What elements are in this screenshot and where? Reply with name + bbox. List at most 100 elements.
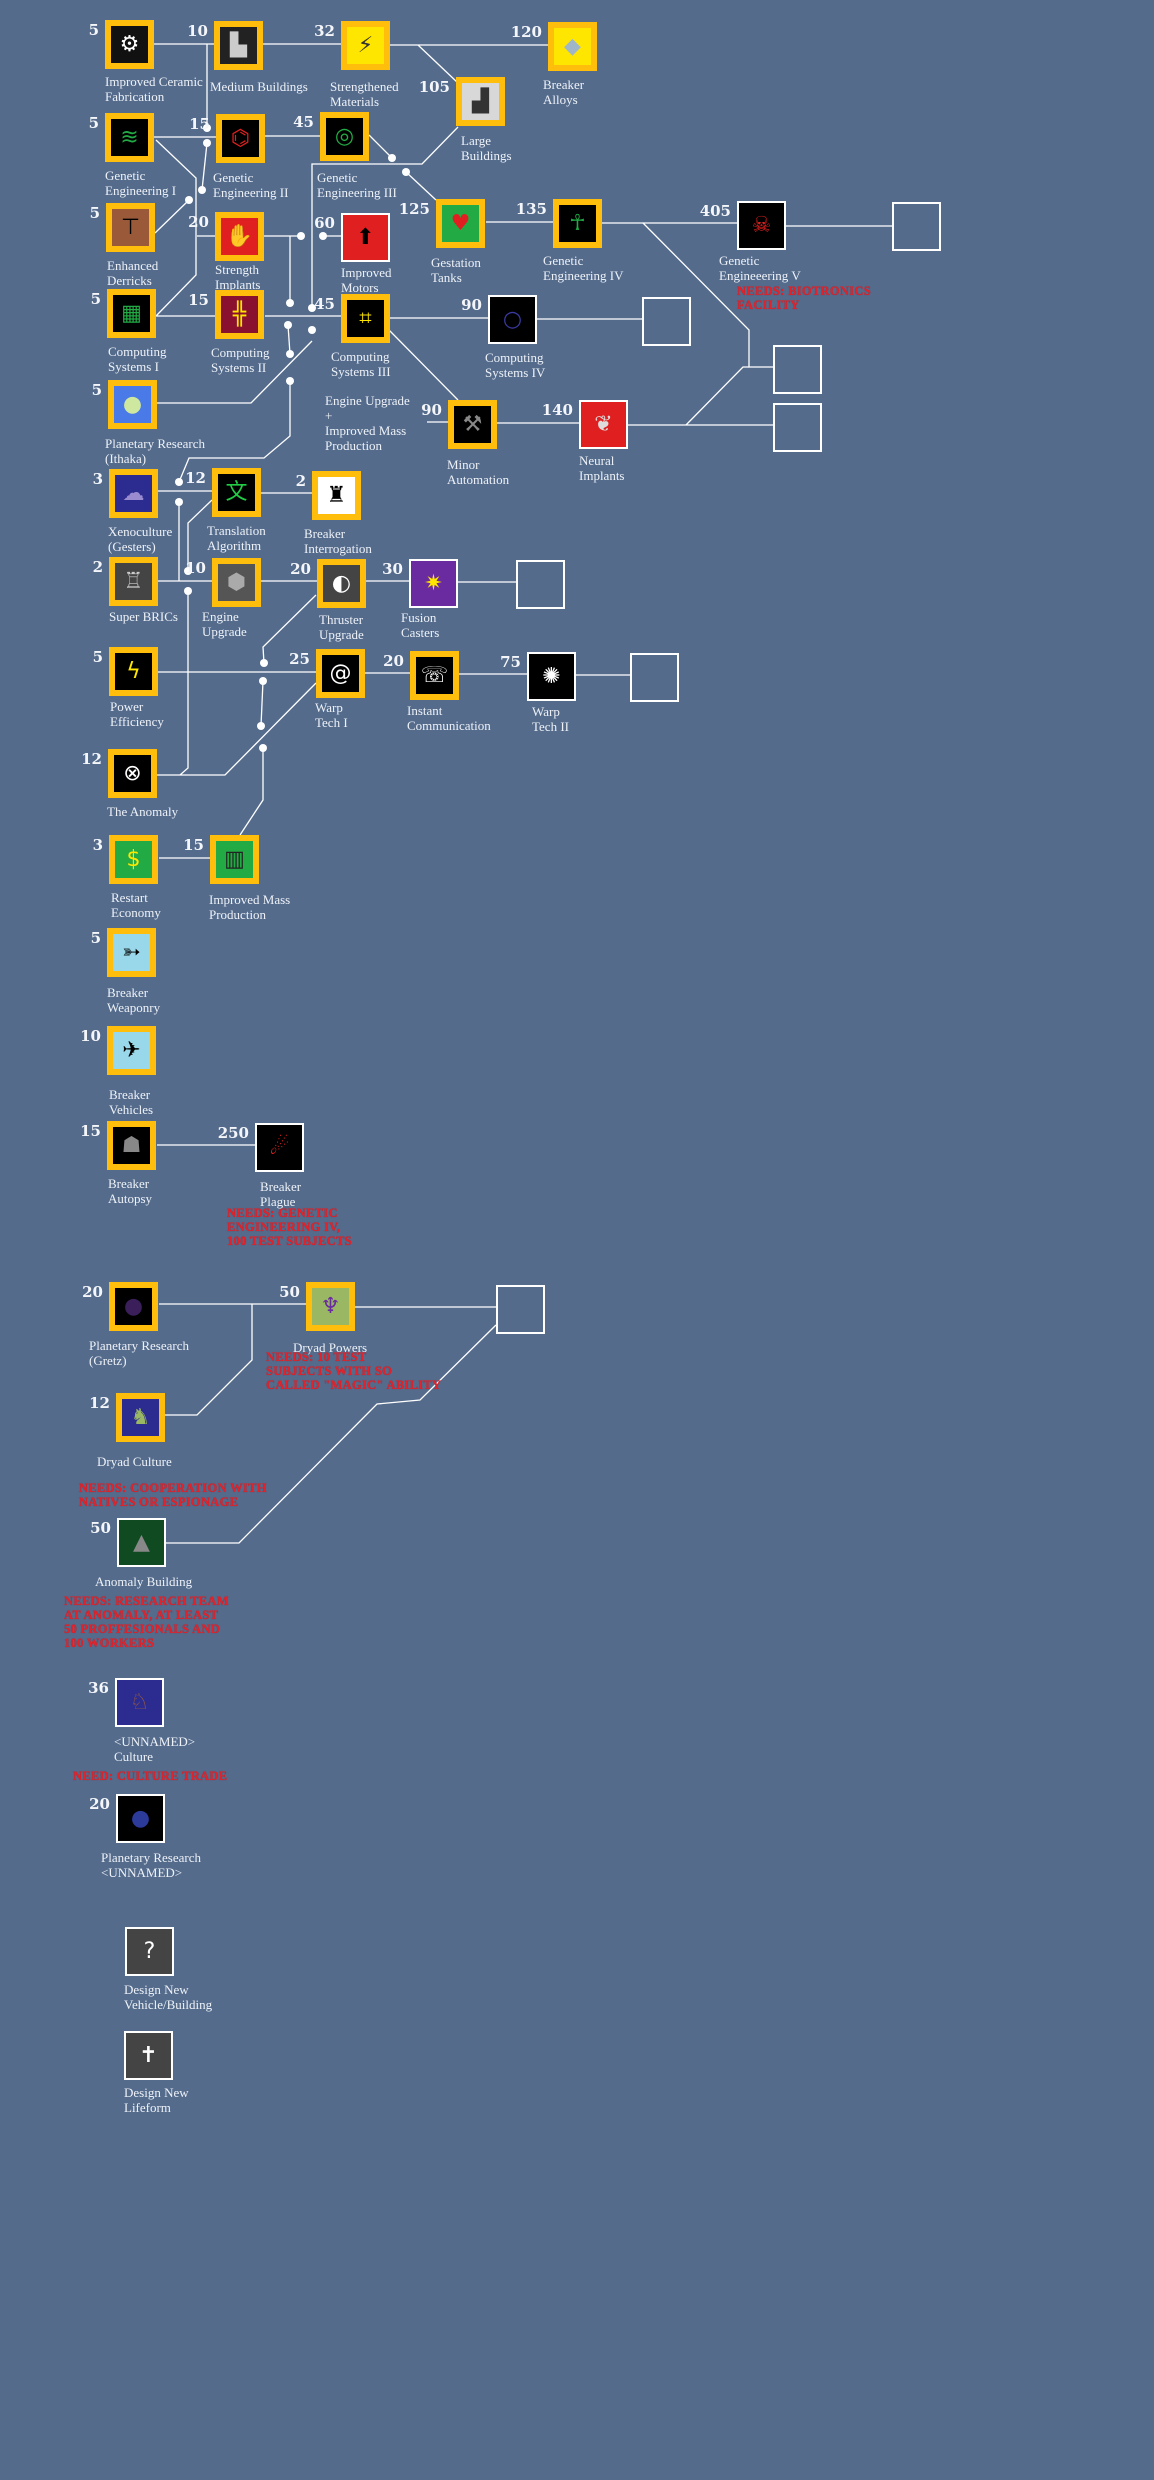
tech-label: Breaker Plague: [260, 1179, 302, 1209]
link-junction-dot: [259, 744, 267, 752]
unknown-tech-slot[interactable]: [892, 202, 941, 251]
tech-button-thruster-upgrade[interactable]: ◐: [317, 559, 366, 608]
tech-label: Dryad Powers: [293, 1340, 368, 1355]
tech-cost: 135: [515, 200, 547, 218]
tech-label: <UNNAMED> Culture: [114, 1734, 196, 1764]
tech-button-fusion-casters[interactable]: ✷: [409, 559, 458, 608]
arm-implant-icon: ✋: [225, 223, 254, 249]
spiral-warp-icon: @: [329, 660, 352, 686]
tech-button-design-new-vehicle-building[interactable]: ?: [125, 1927, 174, 1976]
tech-button-computing-systems-i[interactable]: ▦: [107, 289, 156, 338]
unknown-tech-slot[interactable]: [773, 345, 822, 394]
tech-label: Design New Lifeform: [124, 2085, 189, 2115]
tech-button-anomaly-building[interactable]: ▲: [117, 1518, 166, 1567]
tech-cost: 50: [279, 1283, 300, 1301]
tech-button-xenoculture-gesters[interactable]: ☁: [109, 469, 158, 518]
tech-button-gestation-tanks[interactable]: ♥: [436, 199, 485, 248]
tech-button-computing-systems-ii[interactable]: ╬: [215, 290, 264, 339]
tech-cost: 120: [510, 23, 542, 41]
tech-button-genetic-engineering-ii[interactable]: ⌬: [216, 114, 265, 163]
prerequisite-link: [239, 748, 264, 836]
tech-label: Breaker Alloys: [543, 77, 585, 107]
prerequisite-link: [178, 381, 291, 483]
tech-label: Genetic Engineering III: [317, 170, 397, 200]
tech-button-computing-systems-iii[interactable]: ⌗: [341, 294, 390, 343]
circuit-complex-icon: ⌗: [359, 305, 372, 331]
tech-button-warp-tech-ii[interactable]: ✺: [527, 652, 576, 701]
tech-button-strengthened-materials[interactable]: ⚡: [341, 21, 390, 70]
tech-button-breaker-alloys[interactable]: ◆: [548, 22, 597, 71]
bric-robot-icon: ♖: [123, 568, 144, 594]
tech-button-instant-communication[interactable]: ☏: [410, 651, 459, 700]
tech-button-large-buildings[interactable]: ▟: [456, 77, 505, 126]
tech-button-computing-systems-iv[interactable]: ○: [488, 295, 537, 344]
brain-icon: ❦: [594, 411, 613, 437]
tech-button-super-brics[interactable]: ♖: [109, 557, 158, 606]
communicator-icon: ☏: [420, 662, 449, 688]
tech-button-genetic-engineering-i[interactable]: ≋: [105, 113, 154, 162]
unknown-tech-slot[interactable]: [496, 1285, 545, 1334]
link-junction-dot: [319, 232, 327, 240]
tech-button-breaker-interrogation[interactable]: ♜: [312, 471, 361, 520]
tech-button-genetic-engineeering-v[interactable]: ☠: [737, 201, 786, 250]
tech-cost: 3: [92, 470, 103, 488]
unknown-tech-slot[interactable]: [630, 653, 679, 702]
tech-button-dryad-culture[interactable]: ♞: [116, 1393, 165, 1442]
tech-button-genetic-engineering-iii[interactable]: ◎: [320, 112, 369, 161]
link-junction-dot: [286, 377, 294, 385]
translate-text-icon: 文: [225, 479, 248, 505]
tech-button-unnamed-culture[interactable]: ♘: [115, 1678, 164, 1727]
tech-button-power-efficiency[interactable]: ϟ: [109, 647, 158, 696]
tower-buildings-icon: ▟: [472, 88, 489, 114]
tech-button-warp-tech-i[interactable]: @: [316, 649, 365, 698]
tech-button-improved-mass-production[interactable]: ▥: [210, 835, 259, 884]
breaker-corpse-icon: ☗: [121, 1132, 142, 1158]
tech-button-dryad-powers[interactable]: ♆: [306, 1282, 355, 1331]
link-junction-dot: [259, 677, 267, 685]
link-junction-dot: [297, 232, 305, 240]
tech-button-planetary-research-gretz[interactable]: ●: [109, 1282, 158, 1331]
tech-button-breaker-plague[interactable]: ☄: [255, 1123, 304, 1172]
figure-question-icon: ✝: [139, 2042, 158, 2068]
tech-button-neural-implants[interactable]: ❦: [579, 400, 628, 449]
tech-button-medium-buildings[interactable]: ▙: [214, 21, 263, 70]
tech-button-enhanced-derricks[interactable]: ⊤: [106, 203, 155, 252]
unknown-tech-slot[interactable]: [773, 403, 822, 452]
tech-button-improved-ceramic-fabrication[interactable]: ⚙: [105, 20, 154, 69]
tech-button-planetary-research-unnamed[interactable]: ●: [116, 1794, 165, 1843]
tech-button-the-anomaly[interactable]: ⊗: [108, 749, 157, 798]
tech-button-minor-automation[interactable]: ⚒: [448, 400, 497, 449]
tech-cost: 15: [183, 836, 204, 854]
tech-cost: 50: [90, 1519, 111, 1537]
unknown-tech-slot[interactable]: [642, 297, 691, 346]
prerequisite-link: [157, 682, 317, 776]
crack-material-icon: ⚡: [357, 32, 374, 58]
tech-button-breaker-weaponry[interactable]: ➳: [107, 928, 156, 977]
tech-label: Instant Communication: [407, 703, 491, 733]
tech-label: Planetary Research (Gretz): [89, 1338, 189, 1368]
tech-label: Neural Implants: [579, 453, 625, 483]
tech-label: Strengthened Materials: [330, 79, 399, 109]
tech-cost: 12: [185, 469, 206, 487]
tech-button-restart-economy[interactable]: $: [109, 835, 158, 884]
tech-label: Breaker Vehicles: [109, 1087, 154, 1117]
tech-cost: 2: [92, 558, 103, 576]
tech-label: Computing Systems I: [108, 344, 167, 374]
tech-button-planetary-research-ithaka[interactable]: ●: [108, 380, 157, 429]
tech-label: Anomaly Building: [95, 1574, 193, 1589]
tech-button-engine-upgrade[interactable]: ⬢: [212, 558, 261, 607]
tech-label: Breaker Autopsy: [108, 1176, 153, 1206]
tech-button-design-new-lifeform[interactable]: ✝: [124, 2031, 173, 2080]
tech-button-breaker-vehicles[interactable]: ✈: [107, 1026, 156, 1075]
tech-cost: 5: [88, 21, 99, 39]
tech-button-strength-implants[interactable]: ✋: [215, 212, 264, 261]
tech-button-improved-motors[interactable]: ⬆: [341, 213, 390, 262]
tech-cost: 36: [88, 1679, 109, 1697]
tech-button-genetic-engineering-iv[interactable]: ☥: [553, 199, 602, 248]
tech-button-breaker-autopsy[interactable]: ☗: [107, 1121, 156, 1170]
tech-label: Breaker Interrogation: [304, 526, 372, 556]
unknown-tech-slot[interactable]: [516, 560, 565, 609]
motor-gear-icon: ⬆: [356, 224, 375, 250]
tech-cost: 20: [290, 560, 311, 578]
tech-button-translation-algorithm[interactable]: 文: [212, 468, 261, 517]
